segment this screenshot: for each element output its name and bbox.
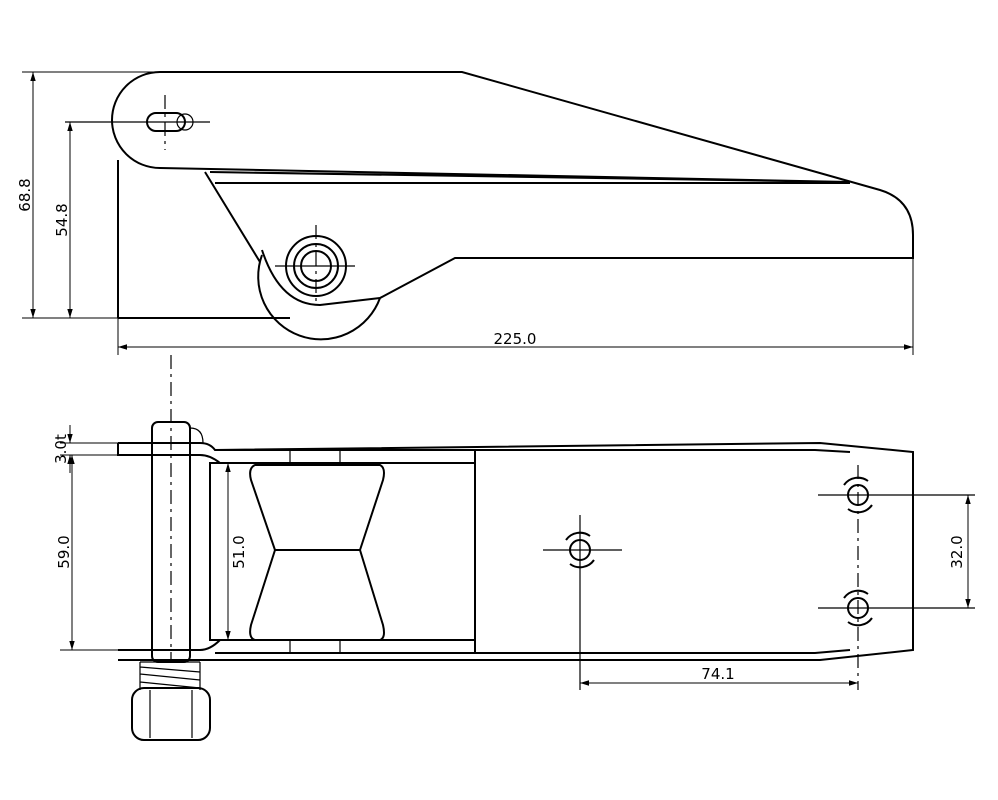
- dim-pin-height: 54.8: [53, 203, 71, 236]
- dim-plate-width: 59.0: [55, 535, 73, 568]
- pin-knob: [131, 687, 211, 741]
- roller-axle: [275, 225, 355, 305]
- side-view: 68.8 54.8 225.0: [16, 71, 914, 355]
- roller-spool: [249, 464, 385, 641]
- plate-outline: [117, 441, 914, 661]
- roller-frame: [209, 462, 476, 641]
- dim-hole-spacing: 32.0: [948, 535, 966, 568]
- bracket-outline: [117, 71, 914, 319]
- lever-arm: [111, 71, 851, 263]
- locking-pin: [151, 355, 204, 663]
- dim-roller-length: 51.0: [230, 535, 248, 568]
- plan-view: 3.0t 59.0 51.0 32.0 74.1: [52, 355, 975, 741]
- mount-hole-upper: [818, 476, 975, 514]
- dim-overall-height: 68.8: [16, 178, 34, 211]
- pin-hole: [65, 95, 210, 150]
- mount-hole-center: [543, 515, 622, 690]
- lever-lower: [261, 249, 381, 307]
- dim-overall-length: 225.0: [494, 330, 537, 348]
- mount-hole-lower: [818, 589, 975, 627]
- dim-thickness: 3.0t: [52, 434, 70, 464]
- dim-hole-offset: 74.1: [701, 665, 734, 683]
- roller-arc: [257, 254, 381, 341]
- spring: [139, 661, 201, 690]
